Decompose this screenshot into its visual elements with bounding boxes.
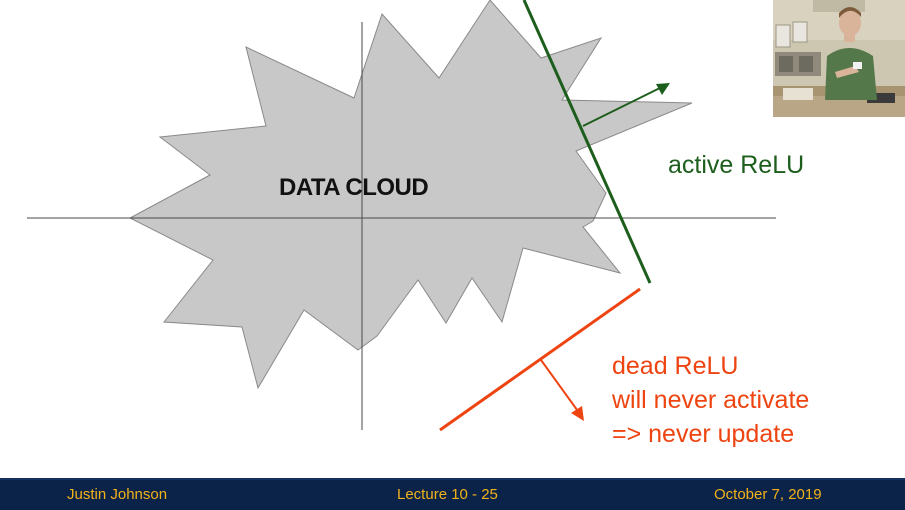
footer-date: October 7, 2019 (714, 486, 822, 503)
dead-relu-normal (540, 359, 581, 415)
dead-relu-line (439, 287, 641, 432)
dead-relu-label: dead ReLU will never activate => never u… (612, 349, 809, 451)
footer-lecture-number: Lecture 10 - 25 (397, 486, 498, 503)
slide-footer: Justin Johnson Lecture 10 - 25 October 7… (0, 478, 905, 510)
dead-relu-label-line: dead ReLU (612, 352, 739, 380)
dead-relu-label-line: will never activate (612, 386, 810, 414)
active-relu-label: active ReLU (668, 151, 805, 179)
dead-arrowhead-icon (571, 406, 584, 421)
data-cloud-shape (128, 0, 693, 390)
webcam-video-inset (773, 0, 905, 117)
dead-relu-label-line: => never update (612, 420, 795, 448)
data-cloud-label: DATA CLOUD (279, 174, 429, 201)
active-arrowhead-icon (656, 83, 670, 95)
slide-diagram (27, 0, 776, 432)
footer-author: Justin Johnson (67, 486, 168, 503)
active-relu-line (522, 0, 652, 284)
presenter-video-frame (773, 0, 905, 117)
active-relu-normal (582, 84, 667, 127)
